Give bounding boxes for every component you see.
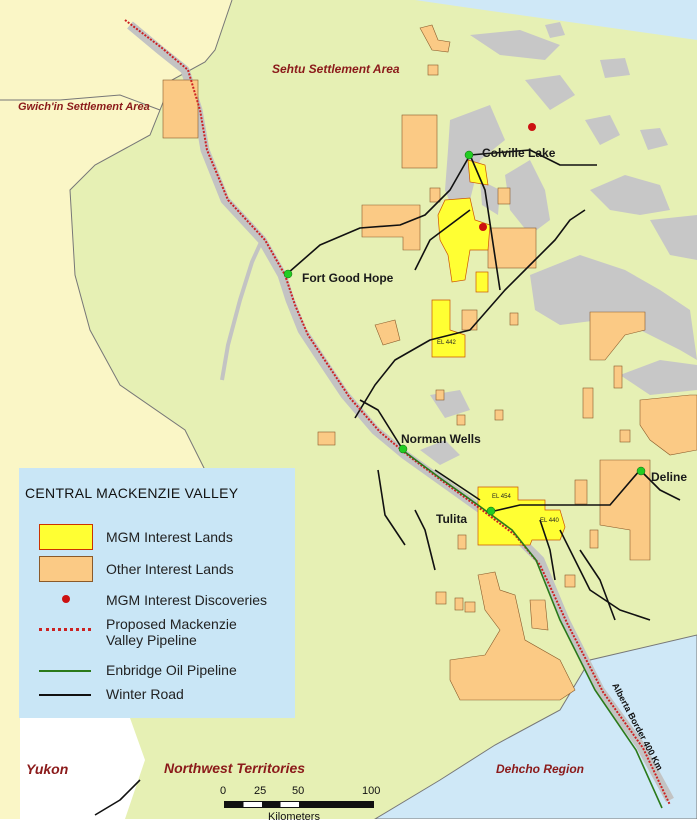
other-lands-swatch: [39, 556, 93, 582]
colville-lake-label: Colville Lake: [482, 146, 556, 160]
legend-label: MGM Interest Lands: [106, 529, 233, 545]
gwichin-border: [0, 94, 161, 111]
mgm-discoveries: [479, 123, 536, 231]
sahtu-label: Sehtu Settlement Area: [272, 62, 400, 76]
discovery-marker[interactable]: [479, 223, 487, 231]
winter-road: [94, 149, 681, 816]
deline-label: Deline: [651, 470, 687, 484]
towns: [283, 150, 646, 516]
fort-good-hope-dot[interactable]: [283, 269, 293, 279]
legend-item-discoveries: MGM Interest Discoveries: [19, 592, 295, 622]
legend-item-winter-road: Winter Road: [19, 686, 295, 716]
scale-tick-label: 50: [292, 785, 305, 797]
scale-bar-graphic: [224, 801, 374, 808]
legend-label: Other Interest Lands: [106, 561, 234, 577]
mackenzie-river: [127, 21, 674, 803]
el454-label: EL 454: [492, 494, 511, 500]
deline-dot[interactable]: [636, 466, 646, 476]
top-water: [415, 0, 697, 40]
legend-item-other-lands: Other Interest Lands: [19, 556, 295, 586]
yukon-label: Yukon: [26, 761, 68, 777]
nwt-label: Northwest Territories: [164, 760, 305, 776]
dehcho-region: [374, 634, 697, 819]
lakes: [420, 22, 697, 465]
legend-item-enbridge: Enbridge Oil Pipeline: [19, 662, 295, 692]
yukon-border: [69, 0, 233, 471]
tulita-dot[interactable]: [486, 506, 496, 516]
norman-wells-label: Norman Wells: [401, 432, 481, 446]
scale-tick-label: 25: [254, 785, 267, 797]
legend-item-mgm-lands: MGM Interest Lands: [19, 524, 295, 554]
norman-wells-dot[interactable]: [398, 444, 408, 454]
yukon-land: [0, 0, 232, 819]
gwichin-label: Gwich'in Settlement Area: [18, 101, 150, 113]
fort-good-hope-label: Fort Good Hope: [302, 271, 394, 285]
el440-label: EL 440: [540, 518, 559, 524]
legend-item-proposed-pipeline: Proposed Mackenzie Valley Pipeline: [19, 616, 295, 652]
legend-label: MGM Interest Discoveries: [106, 592, 268, 608]
other-interest-lands: [162, 24, 697, 701]
legend-label: Enbridge Oil Pipeline: [106, 662, 237, 678]
yukon-south: [20, 718, 145, 819]
scale-unit: Kilometers: [268, 811, 320, 823]
legend-label: Proposed Mackenzie Valley Pipeline: [106, 616, 237, 648]
el442-label: EL 442: [437, 340, 456, 346]
winter-road-swatch: [39, 694, 91, 696]
tulita-label: Tulita: [436, 512, 467, 526]
discovery-swatch: [62, 595, 70, 603]
scale-tick-label: 0: [220, 785, 227, 797]
mgm-lands-swatch: [39, 524, 93, 550]
legend: CENTRAL MACKENZIE VALLEY MGM Interest La…: [19, 468, 295, 718]
enbridge-swatch: [39, 670, 91, 672]
river-branch: [220, 239, 264, 381]
dehcho-label: Dehcho Region: [496, 762, 584, 776]
proposed-pipeline: [124, 19, 671, 806]
discovery-marker[interactable]: [528, 123, 536, 131]
proposed-pipeline-swatch: [39, 628, 91, 631]
scale-tick-label: 100: [362, 785, 381, 797]
scale-bar: 0 25 50 100 Kilometers: [220, 785, 390, 823]
colville-lake-dot[interactable]: [464, 150, 474, 160]
legend-label: Winter Road: [106, 686, 184, 702]
parcel-el442: [431, 299, 466, 358]
enbridge-pipeline: [404, 451, 663, 809]
legend-title: CENTRAL MACKENZIE VALLEY: [25, 485, 239, 501]
